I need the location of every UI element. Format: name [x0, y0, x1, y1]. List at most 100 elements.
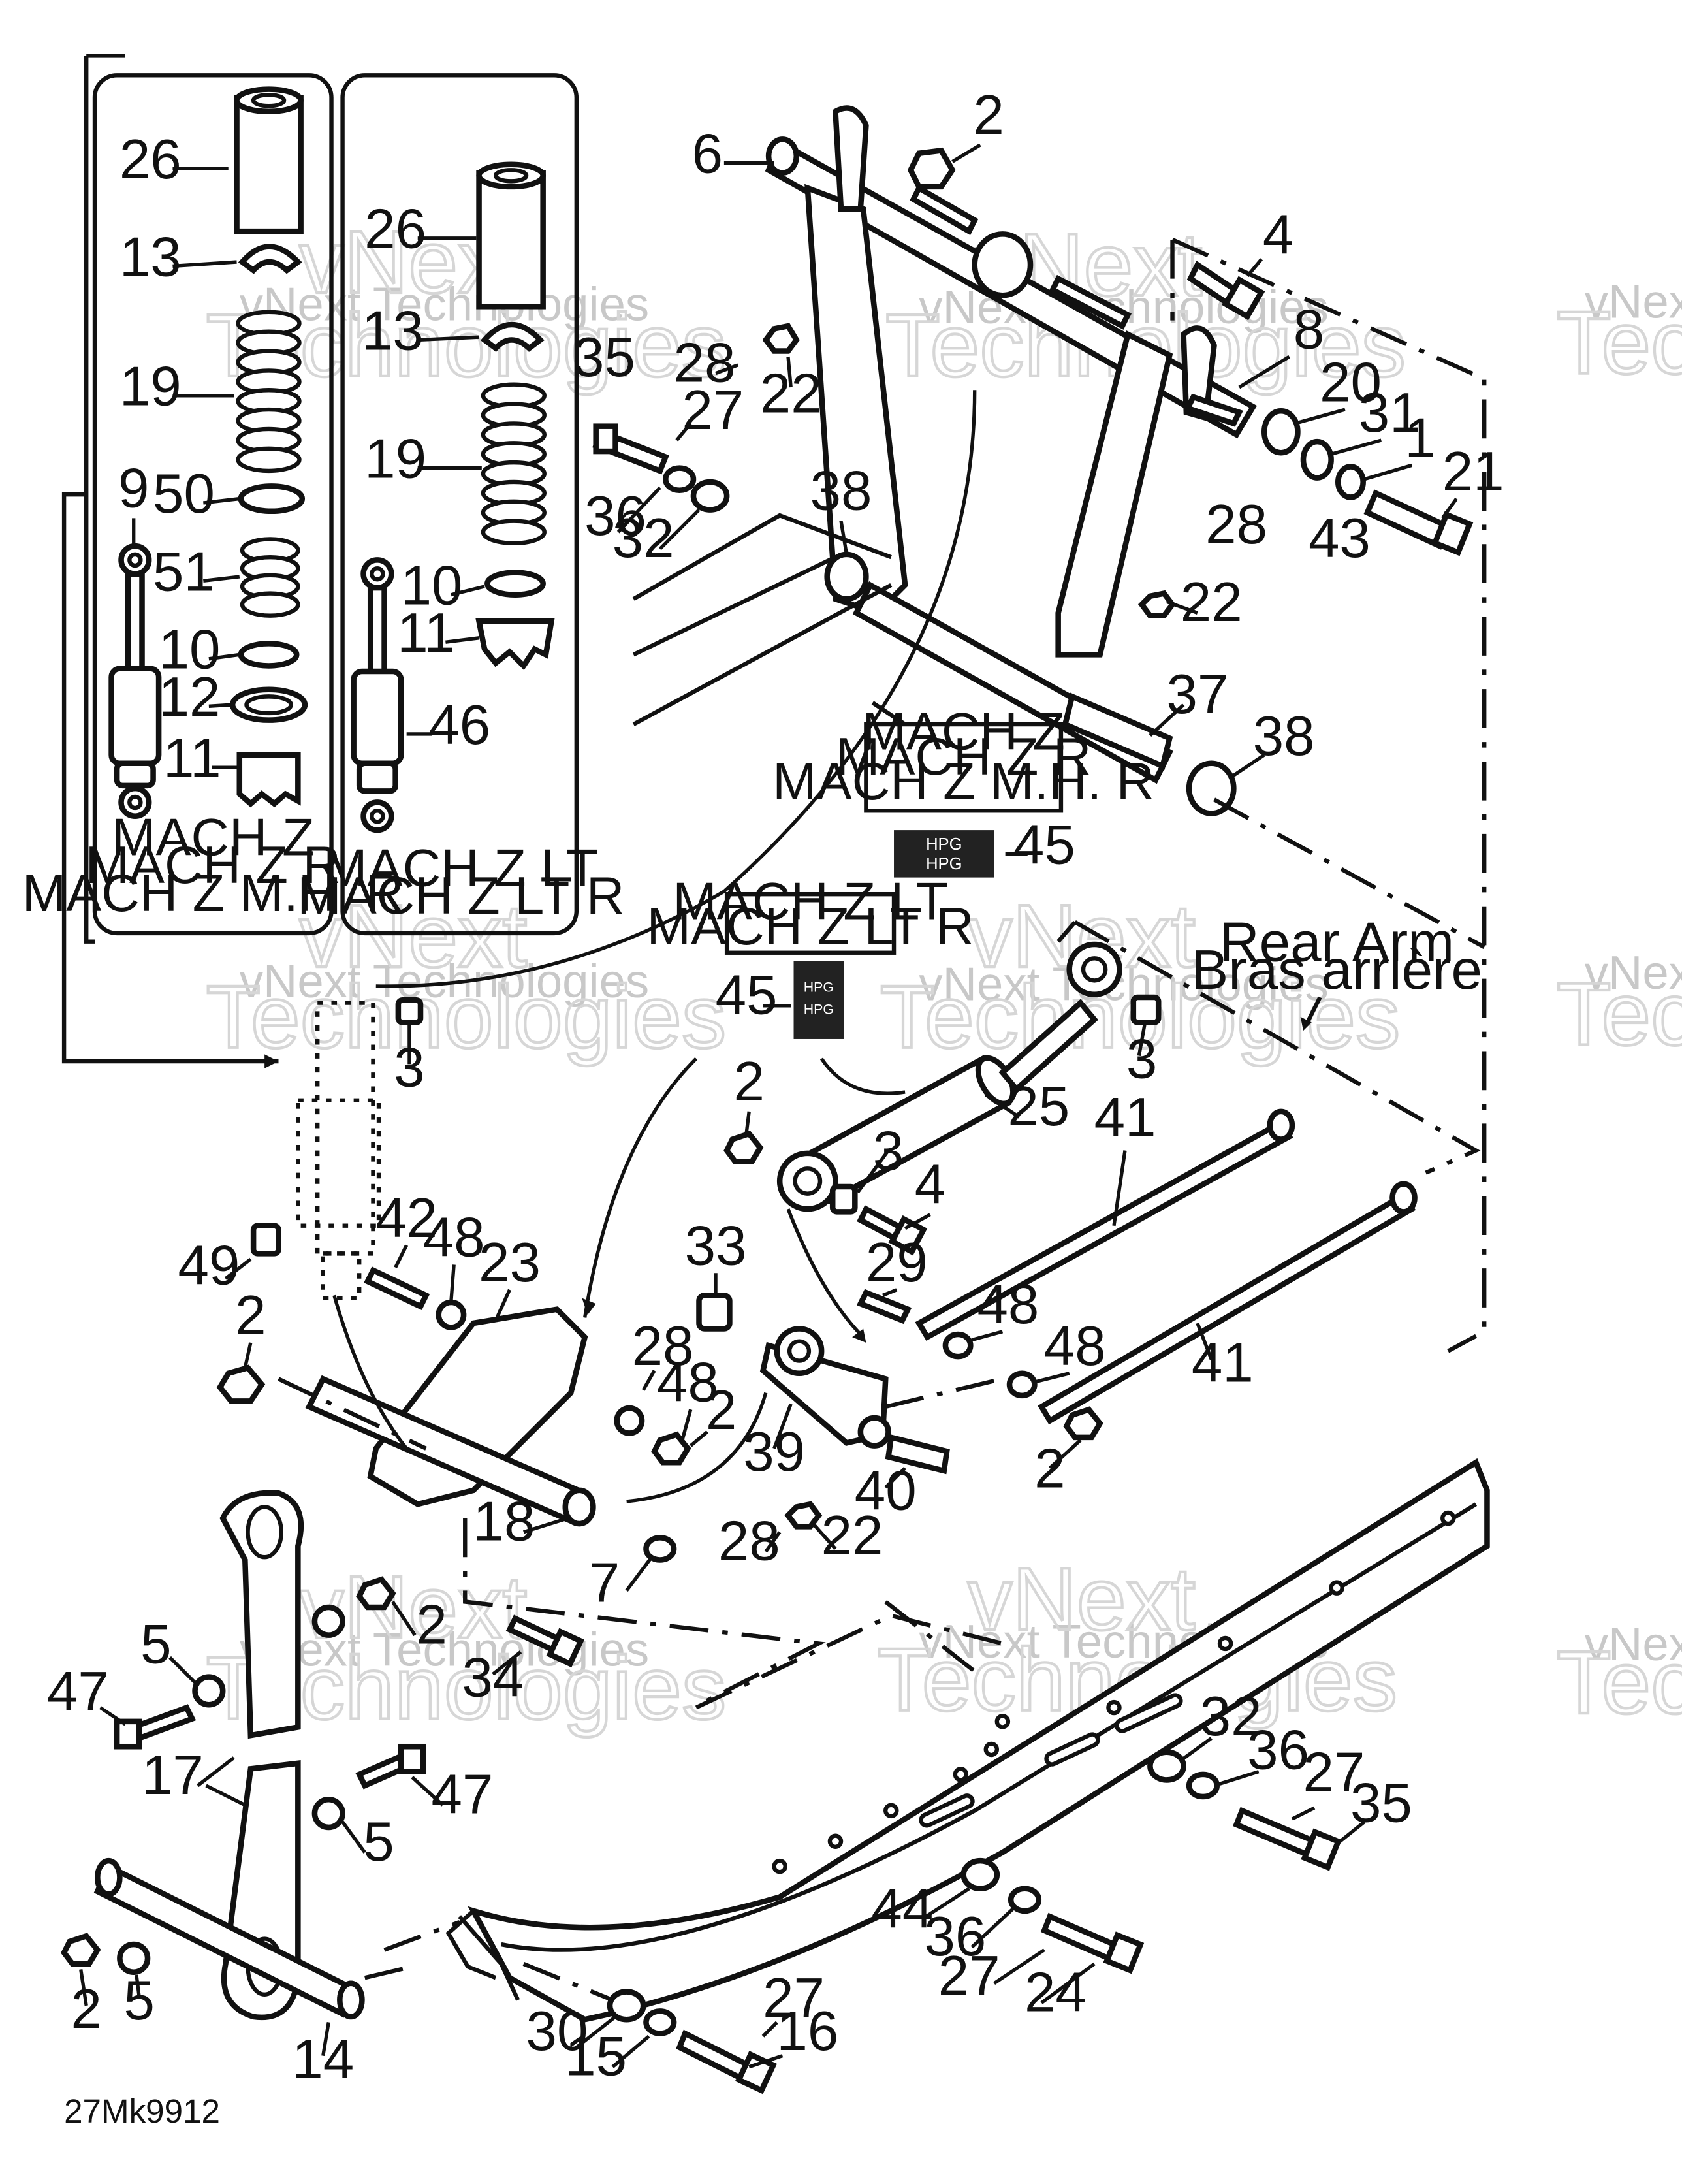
callout: 9 [118, 457, 149, 519]
spring-stopper-hole [493, 168, 529, 184]
leader-line [332, 1294, 408, 1450]
watermark-text: Techno [1557, 1632, 1682, 1732]
decal-model: MACH Z LT R [647, 897, 974, 956]
callout: 29 [866, 1232, 928, 1294]
callout: 2 [973, 84, 1004, 146]
bolt-47 [129, 1704, 197, 1742]
adjuster-nut-11 [236, 752, 301, 808]
washer-48 [614, 1405, 645, 1436]
washer-7 [643, 1535, 677, 1563]
ghost-shock-end [321, 1251, 362, 1300]
assembly-outline [862, 238, 1487, 1353]
washer-32 [1147, 1749, 1186, 1783]
callout: 6 [692, 123, 723, 185]
bolt-34-head [546, 1628, 585, 1668]
washer-1 [1335, 464, 1366, 500]
callout: 8 [1293, 298, 1324, 361]
watermark-text: Techno [1557, 293, 1682, 393]
bolt-29 [856, 1289, 912, 1325]
callout: 50 [153, 463, 215, 525]
callout: 45 [716, 965, 778, 1027]
ring-10 [238, 641, 300, 669]
bolt-24-head [1103, 1931, 1145, 1974]
washer-36 [1008, 1886, 1042, 1914]
callout: 25 [1008, 1076, 1070, 1138]
arrow-head [582, 1298, 596, 1315]
callout: 17 [142, 1744, 204, 1807]
centre-line [885, 1377, 1004, 1409]
shaft-18-end [562, 1487, 596, 1527]
decal-box-lower: MACH Z LT MACH Z LT R HPG HPG [647, 873, 974, 1039]
spring-stopper-hole [251, 92, 287, 108]
rear-arm-centre [216, 997, 826, 1709]
callout: 20 [1320, 351, 1382, 413]
arrow-head [1300, 1016, 1312, 1031]
callout: 42 [375, 1187, 437, 1249]
callout: 10 [159, 619, 221, 681]
bolt-47-head [114, 1718, 142, 1750]
callout: 35 [573, 327, 635, 389]
bolt-47-head [398, 1743, 426, 1774]
shock-absorber-left [108, 543, 162, 820]
watermark-text: vNext Technologies [240, 278, 649, 331]
callout: 45 [1013, 814, 1075, 876]
callout: 12 [159, 666, 221, 728]
spring-19 [481, 382, 547, 546]
washer-36 [663, 465, 697, 494]
decal-box-frame [724, 891, 897, 955]
callout: 11 [397, 602, 455, 664]
front-arm-assembly [375, 105, 1474, 988]
decal-model: MACH Z LT [673, 873, 948, 931]
bushing-38 [1186, 760, 1237, 816]
bushing-33 [696, 1293, 733, 1332]
rear-arm-label: Rear Arm [1219, 912, 1454, 974]
inset-pointer-line [61, 492, 279, 1064]
link-17-slot [246, 1505, 283, 1560]
callout: 36 [584, 485, 646, 547]
callout: 48 [423, 1207, 485, 1269]
inset-left-model: MACH Z R [85, 836, 341, 895]
nut-2 [216, 1364, 266, 1404]
inset-left-model: MACH Z [112, 808, 315, 867]
adjuster-nut-11 [475, 618, 555, 671]
ghost-shock-body [296, 1098, 381, 1228]
callout: 37 [1166, 664, 1228, 726]
decal-model: MACH Z R [836, 728, 1092, 786]
callouts: 26 13 19 9 50 51 10 12 11 26 13 19 10 11… [47, 84, 1504, 2091]
nut-2 [61, 1933, 101, 1967]
nut-2 [651, 1431, 691, 1466]
callout: 47 [432, 1764, 494, 1826]
watermark-text: vNext [299, 886, 527, 986]
bolt-21-head [1431, 511, 1474, 556]
callout: 2 [1034, 1438, 1065, 1500]
threaded-rod [1049, 274, 1132, 330]
callout: 13 [119, 226, 182, 288]
callout: 11 [163, 728, 221, 790]
washer-hole [244, 694, 293, 716]
front-arm-bushing [972, 231, 1034, 298]
axle-end [337, 1980, 365, 2020]
bushing-49 [250, 1223, 281, 1257]
callout: 13 [362, 300, 424, 362]
rail-section [632, 513, 893, 726]
pivot-shaft-37 [1062, 692, 1173, 770]
watermark-text: vNext Technologies [240, 955, 649, 1008]
spring-clip-13 [238, 244, 302, 274]
shaft-end-8 [1183, 393, 1243, 427]
front-arm-loop [833, 105, 869, 212]
washer-48 [942, 1331, 974, 1360]
washer-5 [192, 1674, 226, 1708]
leader-line [626, 1392, 768, 1503]
watermark-text: vNext Technologies [919, 957, 1328, 1010]
link-17-upper [219, 1490, 304, 1739]
callout: 26 [119, 129, 182, 191]
leader-line [375, 390, 977, 988]
callout: 48 [977, 1274, 1039, 1336]
watermark-text: vNext Tec [1585, 275, 1682, 328]
ring-10 [484, 570, 546, 598]
decal-45 [793, 961, 844, 1039]
callout: 49 [178, 1234, 240, 1296]
centre-line [278, 1377, 826, 1709]
watermark-text: vNext Technologies [240, 1624, 649, 1677]
callout: 48 [1044, 1315, 1106, 1377]
